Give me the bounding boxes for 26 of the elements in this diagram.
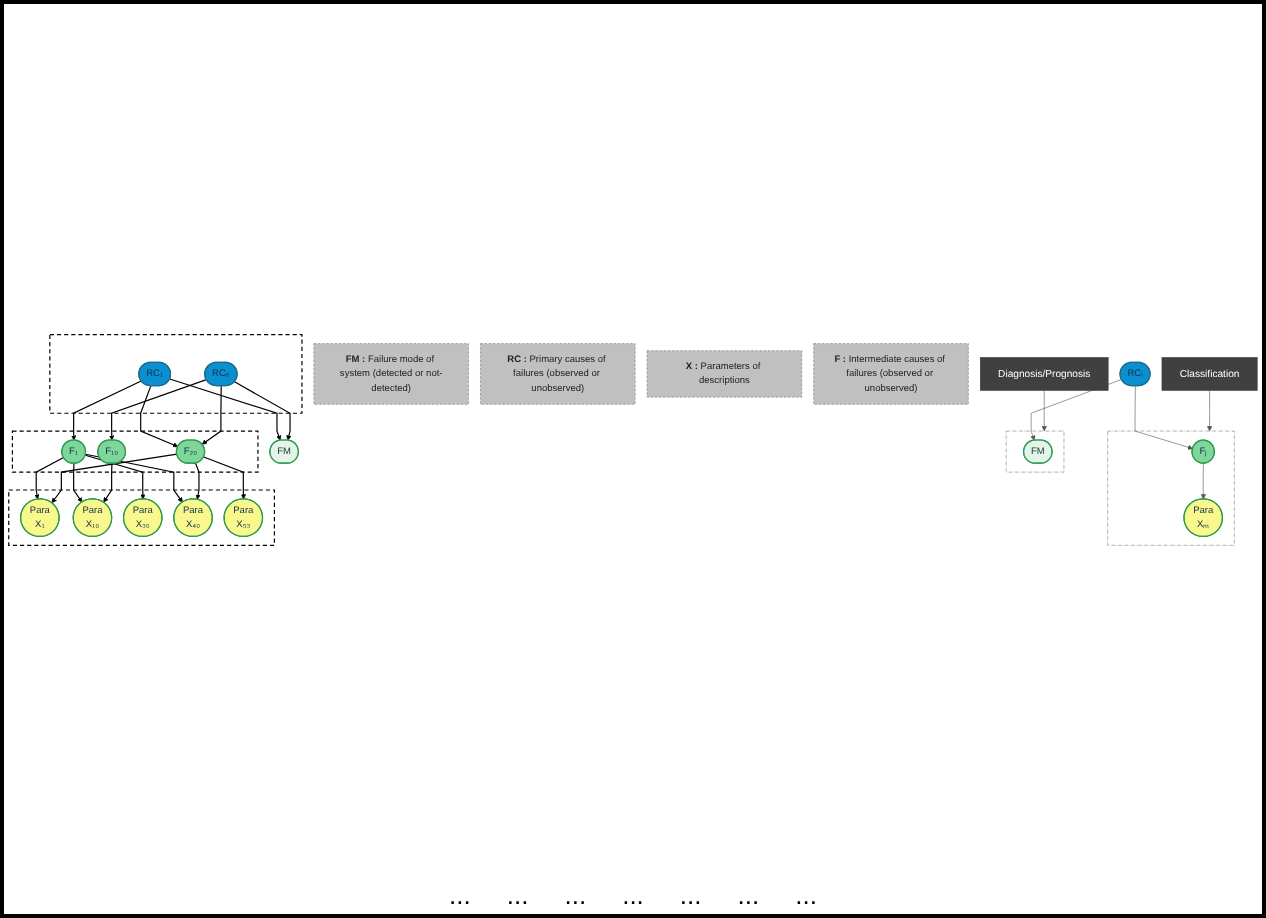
ellipsis-label: ... xyxy=(737,880,760,910)
ellipsis-label: ... xyxy=(506,880,529,910)
cluster xyxy=(11,430,259,473)
arrow xyxy=(233,381,292,441)
ellipsis-label: ... xyxy=(795,880,817,910)
cluster xyxy=(8,489,275,546)
arrow xyxy=(103,462,113,503)
cluster xyxy=(49,334,303,414)
arrow xyxy=(34,457,65,500)
ellipsis-label: ... xyxy=(679,880,702,910)
arrow xyxy=(169,378,282,441)
arrow xyxy=(51,453,178,504)
arrow xyxy=(73,462,83,503)
ellipsis-label: ... xyxy=(564,880,587,910)
arrow xyxy=(84,453,183,503)
arrow xyxy=(71,380,142,441)
arrow xyxy=(201,385,222,445)
cluster xyxy=(1005,430,1065,473)
ellipsis-label: ... xyxy=(622,880,644,910)
arrow xyxy=(194,462,201,500)
arrow xyxy=(84,454,146,500)
arrow xyxy=(203,456,247,500)
arrow xyxy=(109,379,207,441)
arrow xyxy=(140,385,179,448)
cluster xyxy=(1107,430,1235,546)
ellipsis-label: ... xyxy=(449,880,471,910)
